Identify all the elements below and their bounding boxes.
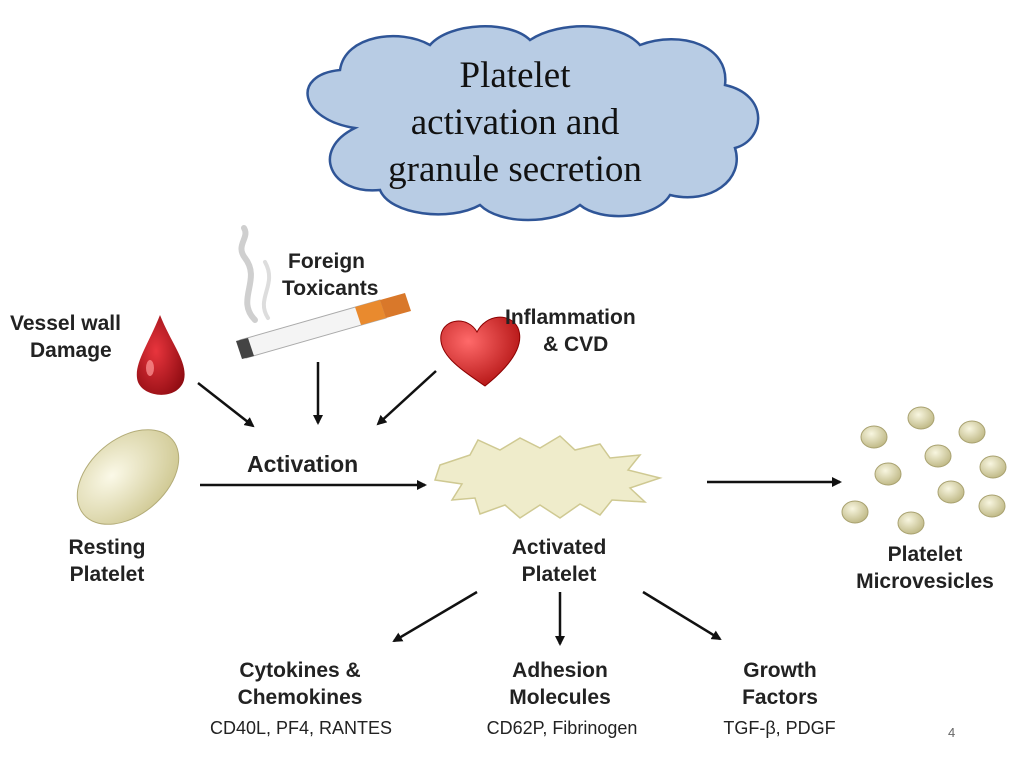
arrow-to-cytokines xyxy=(392,590,478,643)
microvesicle-dot xyxy=(958,420,986,444)
microvesicle-dot xyxy=(860,425,888,449)
microvesicle-dot xyxy=(897,511,925,535)
growth-factors-label: Growth Factors xyxy=(715,657,845,711)
activated-label-line1: Activated xyxy=(511,536,607,559)
activated-platelet-icon xyxy=(434,435,663,519)
adhesion-label: Adhesion Molecules xyxy=(485,657,635,711)
growth-label-line1: Growth xyxy=(743,659,817,682)
cloud-title: Platelet activation and granule secretio… xyxy=(330,52,700,193)
inflammation-label-line2: & CVD xyxy=(543,333,609,356)
cloud-shape xyxy=(306,25,760,222)
microvesicle-dot xyxy=(841,500,869,524)
vessel-label-line1: Vessel wall xyxy=(10,312,121,335)
microvesicle-dot xyxy=(978,494,1006,518)
microvesicle-dot xyxy=(907,406,935,430)
arrow-to-growth-factors xyxy=(642,590,722,641)
activation-label: Activation xyxy=(247,451,359,477)
cytokines-examples: CD40L, PF4, RANTES xyxy=(209,718,393,738)
vessel-damage-label: Vessel wall Damage xyxy=(10,310,121,364)
microvesicle-dot xyxy=(924,444,952,468)
cytokines-label: Cytokines & Chemokines xyxy=(210,657,390,711)
microvesicle-dot xyxy=(937,480,965,504)
cytokines-label-line2: Chemokines xyxy=(237,686,363,709)
activated-platelet-label: Activated Platelet xyxy=(494,534,624,588)
growth-label-line2: Factors xyxy=(742,686,818,709)
growth-factors-examples: TGF-β, PDGF xyxy=(723,718,836,738)
resting-label-line1: Resting xyxy=(68,536,146,559)
microvesicles-label-line2: Microvesicles xyxy=(856,570,994,593)
toxicants-label-line2: Toxicants xyxy=(282,277,379,300)
microvesicles-cluster xyxy=(841,406,1007,535)
vessel-label-line2: Damage xyxy=(30,339,112,362)
page-number: 4 xyxy=(948,725,956,740)
heart-icon xyxy=(440,316,521,387)
blood-drop-icon xyxy=(136,315,185,395)
resting-platelet-icon xyxy=(76,429,180,525)
cloud-line-3: granule secretion xyxy=(388,149,642,190)
microvesicle-dot xyxy=(874,462,902,486)
toxicants-label-line1: Foreign xyxy=(288,250,365,273)
adhesion-label-line1: Adhesion xyxy=(512,659,608,682)
arrow-vessel-to-activation xyxy=(197,382,255,428)
cloud-line-2: activation and xyxy=(410,102,620,143)
inflammation-label: Inflammation & CVD xyxy=(505,304,636,358)
microvesicles-label: Platelet Microvesicles xyxy=(836,541,1014,595)
toxicants-label: Foreign Toxicants xyxy=(282,248,378,302)
inflammation-label-line1: Inflammation xyxy=(505,306,636,329)
adhesion-examples: CD62P, Fibrinogen xyxy=(486,718,638,738)
cloud-line-1: Platelet xyxy=(459,55,571,96)
microvesicles-label-line1: Platelet xyxy=(887,543,963,566)
adhesion-label-line2: Molecules xyxy=(509,686,611,709)
cigarette-icon xyxy=(236,225,411,359)
resting-platelet-label: Resting Platelet xyxy=(52,534,162,588)
microvesicle-dot xyxy=(979,455,1007,479)
arrow-inflammation-to-activation xyxy=(376,370,437,426)
arrows xyxy=(197,362,842,646)
cytokines-label-line1: Cytokines & xyxy=(239,659,361,682)
activated-label-line2: Platelet xyxy=(521,563,597,586)
resting-label-line2: Platelet xyxy=(69,563,145,586)
